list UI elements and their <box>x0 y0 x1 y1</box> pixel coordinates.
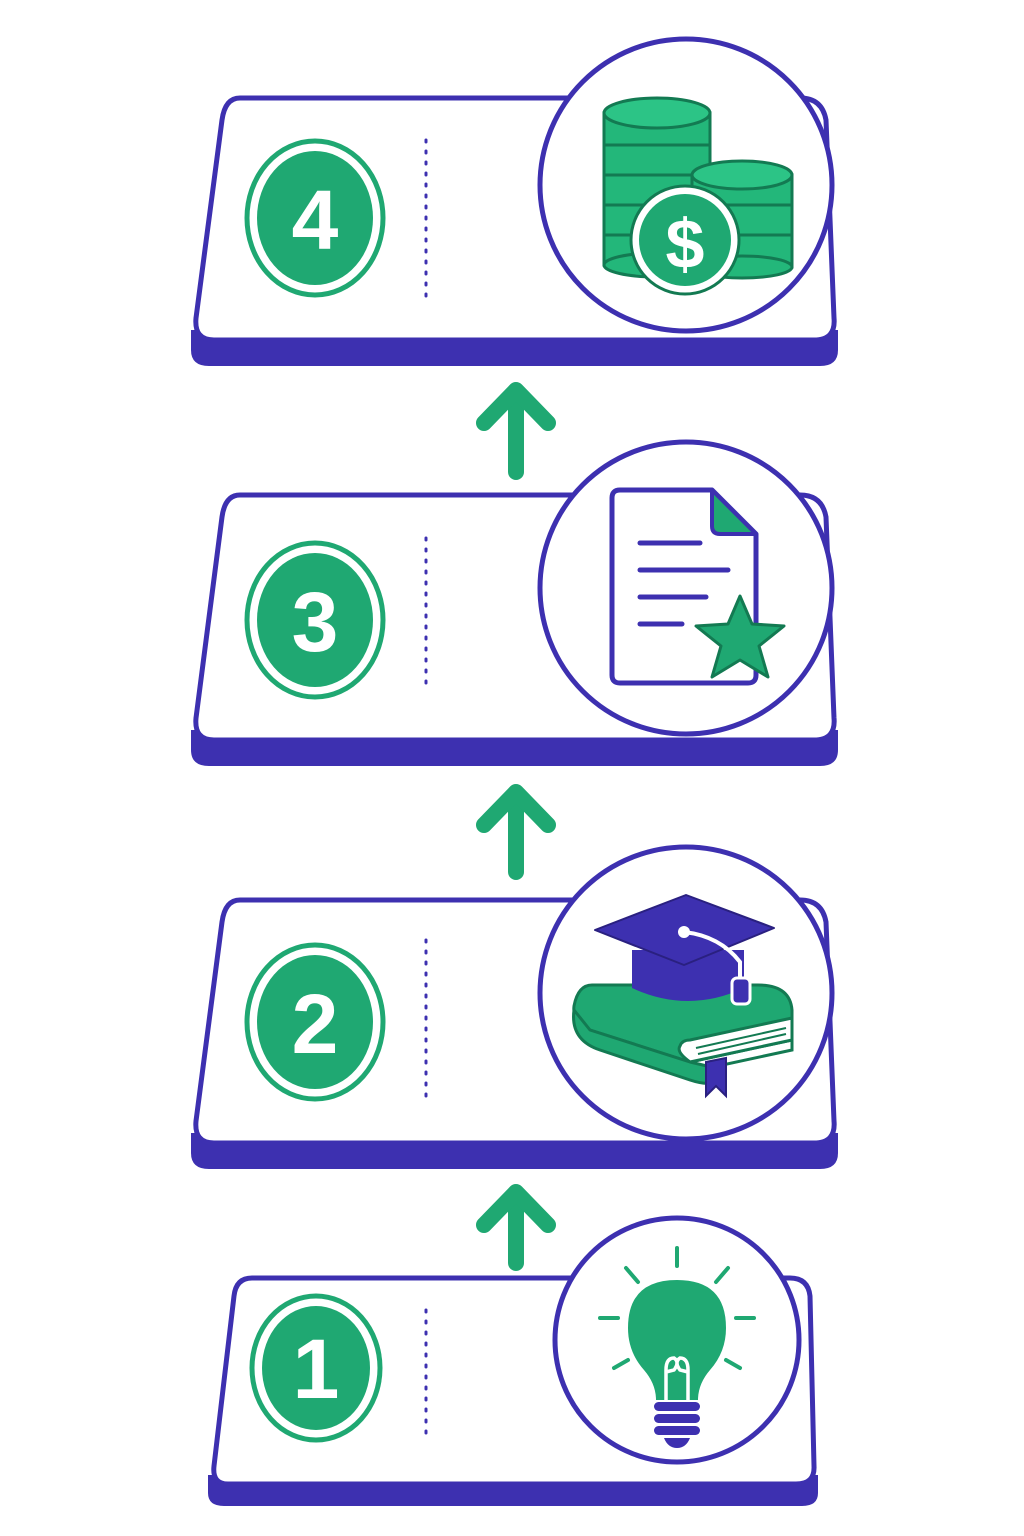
step-number-badge: 4 <box>244 138 386 298</box>
step-number-badge: 3 <box>244 540 386 700</box>
step-number: 4 <box>292 173 339 267</box>
star-icon <box>694 594 786 679</box>
dollar-coin-icon: $ <box>629 184 741 296</box>
up-arrow-icon <box>476 784 556 880</box>
step-number-badge: 2 <box>244 942 386 1102</box>
step-4: 4 $ <box>191 36 838 366</box>
step-2: 2 <box>191 844 838 1169</box>
step-number: 1 <box>293 1322 340 1416</box>
document-star-icon <box>609 487 786 686</box>
graduation-cap-book-icon <box>572 894 794 1099</box>
step-number-badge: 1 <box>249 1293 383 1443</box>
step-3: 3 <box>191 439 838 766</box>
lightbulb-icon <box>598 1246 756 1448</box>
dollar-sign: $ <box>666 205 705 283</box>
up-arrow-icon <box>476 1184 556 1271</box>
step-number: 3 <box>292 575 339 669</box>
step-1: 1 <box>208 1215 818 1506</box>
up-arrow-icon <box>476 382 556 480</box>
step-number: 2 <box>292 977 339 1071</box>
